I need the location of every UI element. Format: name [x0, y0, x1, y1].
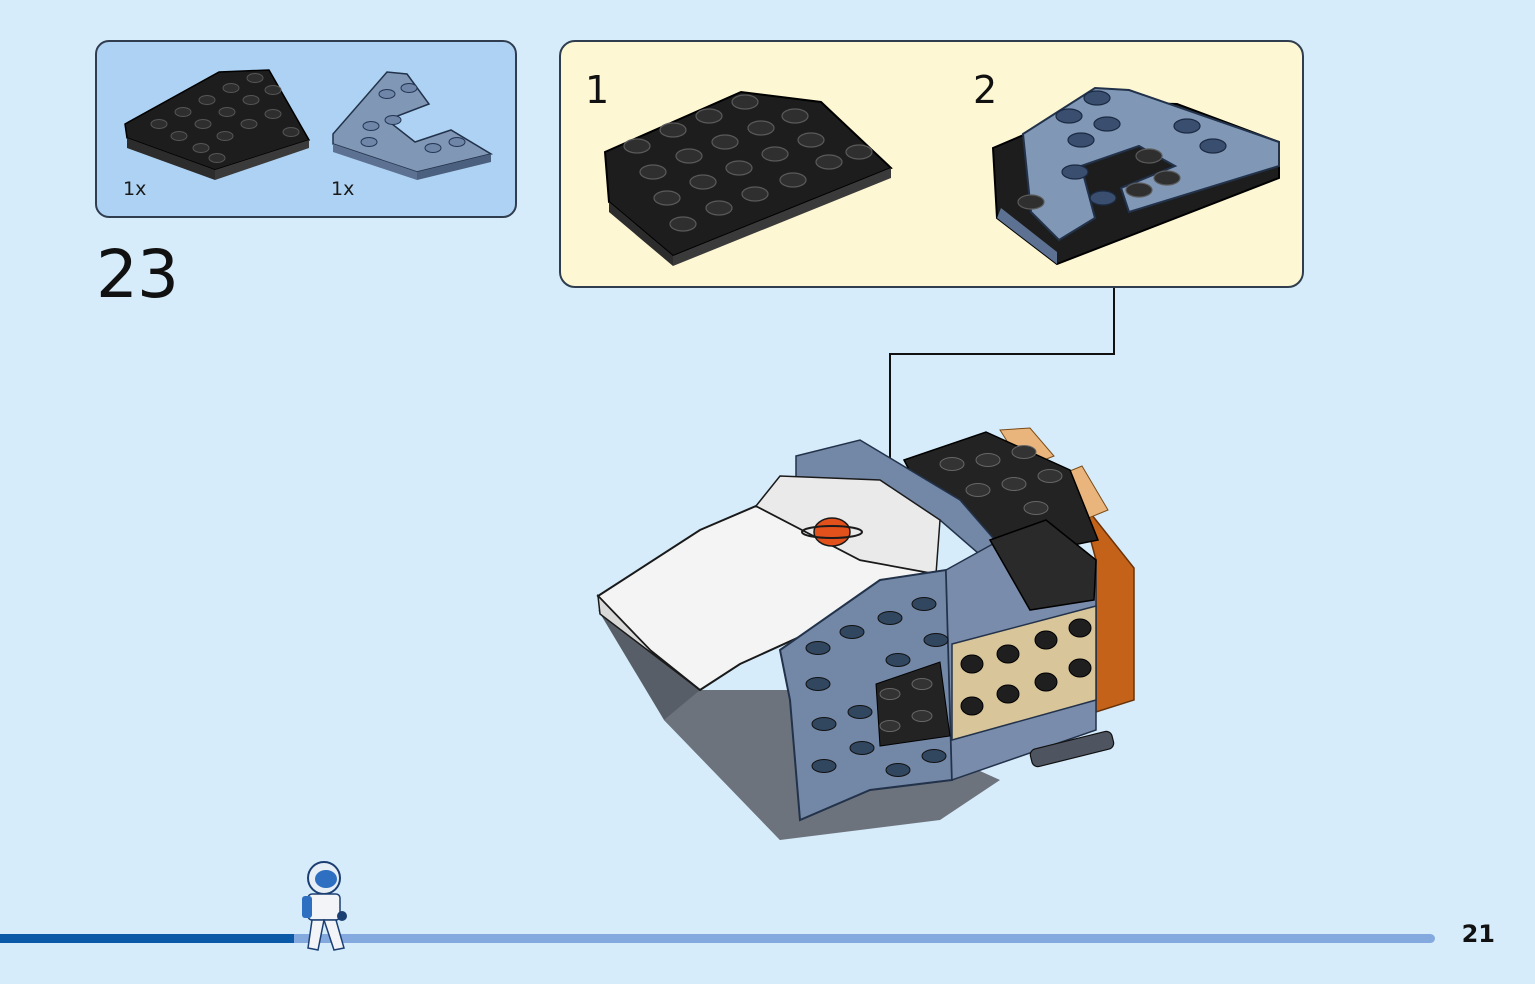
sub-step-2-combined-plates-icon	[991, 86, 1280, 266]
sub-assembly-art	[603, 86, 1280, 266]
part-quantity-1: 1x	[123, 178, 147, 200]
progress-fill	[0, 934, 295, 943]
connector-arrow	[878, 288, 1115, 574]
sub-assembly-box: 1 2	[559, 40, 1304, 288]
sand-blue-wedge-plate-cutout-icon	[332, 71, 493, 180]
parts-list-box: 1x 1x	[95, 40, 517, 218]
progress-track	[0, 934, 1435, 943]
page-number: 21	[1461, 920, 1495, 948]
astronaut-minifigure-icon	[302, 861, 347, 951]
part-quantity-2: 1x	[331, 178, 355, 200]
assembled-spaceship-model-icon	[596, 427, 1135, 840]
parts-list-art	[124, 69, 493, 180]
black-wedge-plate-icon	[124, 69, 311, 180]
step-number: 23	[96, 236, 179, 313]
sub-step-1-black-plate-icon	[603, 90, 893, 266]
sub-step-label-1: 1	[585, 68, 610, 112]
sub-step-label-2: 2	[973, 68, 998, 112]
space-logo-icon	[813, 517, 851, 547]
